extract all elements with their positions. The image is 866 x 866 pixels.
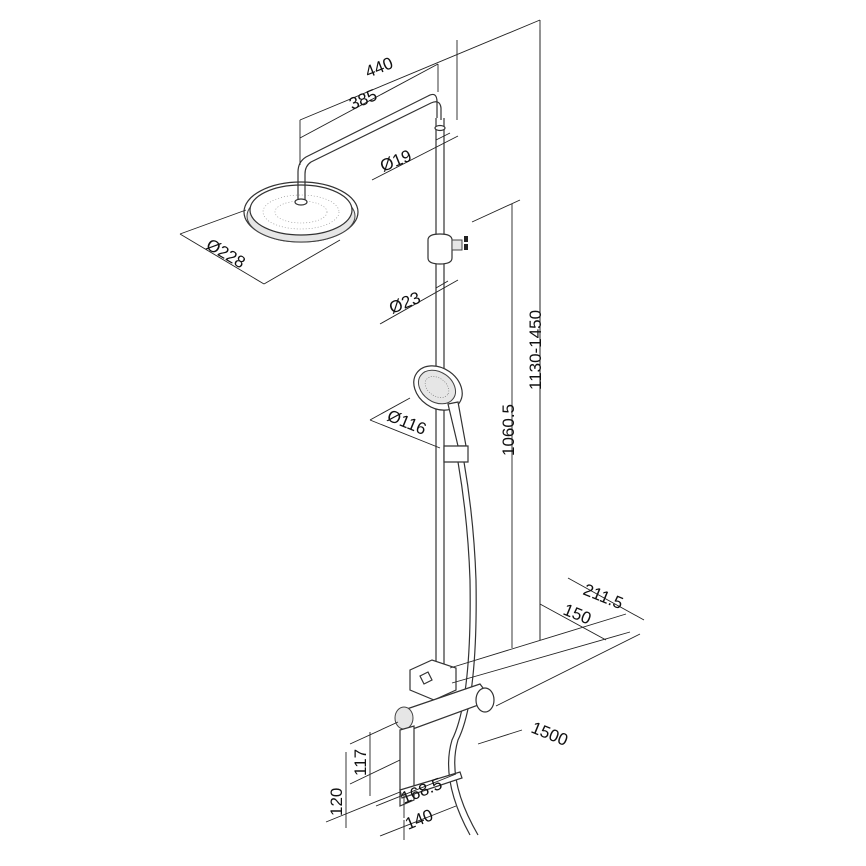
dimension-1500: 1500 <box>477 718 571 750</box>
dimension-dia-19: Ø19 <box>371 132 459 181</box>
dimension-140: 140 <box>379 805 457 840</box>
dimension-label-dia-19: Ø19 <box>377 146 414 176</box>
thermostatic-mixer <box>394 659 495 807</box>
dimension-label-dia-23: Ø23 <box>386 288 423 318</box>
dimension-label-120: 120 <box>327 788 346 816</box>
dimension-dia-23: Ø23 <box>379 279 459 325</box>
dimension-label-1500: 1500 <box>529 718 571 750</box>
dimension-label-dia-116: Ø116 <box>385 406 430 439</box>
dimension-label-1060-5: 1060.5 <box>499 404 518 456</box>
hand-shower <box>413 365 469 463</box>
dimension-150: 150 <box>539 600 607 641</box>
dimension-label-117: 117 <box>351 749 370 776</box>
dimension-label-440: 440 <box>362 53 395 81</box>
riser-bracket <box>427 233 468 265</box>
rain-shower-head <box>243 181 359 243</box>
dimension-label-150: 150 <box>561 600 594 628</box>
dimension-label-dia-228: Ø228 <box>203 235 249 272</box>
dimension-440: 440 <box>299 19 541 640</box>
wall-reference-lines <box>449 613 641 707</box>
shower-arm <box>297 93 442 200</box>
dimension-label-1130-1450: 1130-1450 <box>526 310 545 390</box>
dimension-1060-5: 1060.5 <box>471 199 521 648</box>
dimension-1130-1450: 1130-1450 <box>526 30 545 640</box>
dimension-label-385: 385 <box>346 85 379 113</box>
dimension-120: 120 <box>325 752 401 828</box>
dimension-label-140: 140 <box>402 805 435 833</box>
dimension-117: 117 <box>349 721 401 796</box>
